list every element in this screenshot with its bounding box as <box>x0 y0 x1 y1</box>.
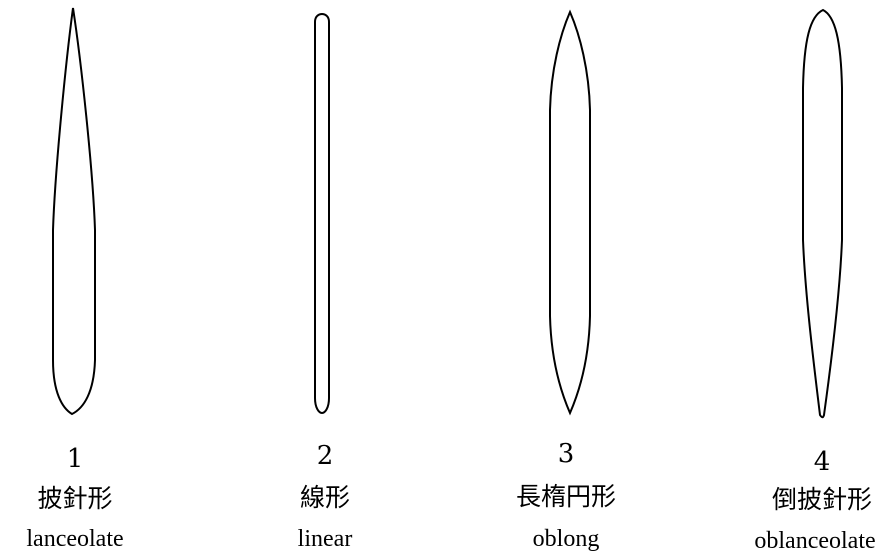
shape-2-number: 2 <box>316 441 334 471</box>
shape-2-name-jp: 線形 <box>299 483 351 512</box>
shape-1-name-en: lanceolate <box>26 526 124 552</box>
shape-4-name-en: oblanceolate <box>754 528 876 554</box>
shape-3-name-jp: 長楕円形 <box>515 482 617 511</box>
shape-1-name-jp: 披針形 <box>37 484 113 513</box>
shape-2-name-en: linear <box>297 526 353 552</box>
oblong-leaf-outline <box>549 9 591 416</box>
shape-3-number: 3 <box>557 439 575 469</box>
lanceolate-leaf-outline <box>52 7 96 416</box>
shape-4-number: 4 <box>813 447 831 477</box>
shape-3-name-en: oblong <box>532 526 600 552</box>
shape-4-name-jp: 倒披針形 <box>771 485 873 514</box>
shape-1-number: 1 <box>66 444 84 474</box>
oblanceolate-leaf-outline <box>802 8 843 419</box>
linear-leaf-outline <box>314 12 330 415</box>
